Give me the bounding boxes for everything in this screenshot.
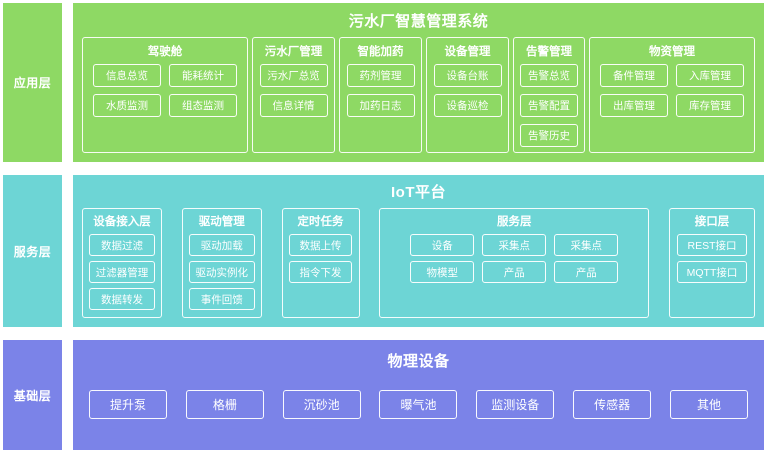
chip-command-dispatch[interactable]: 指令下发 [289,261,352,283]
group-scheduled-tasks-items: 数据上传 指令下发 [289,234,353,311]
chip-plant-overview[interactable]: 污水厂总览 [259,64,328,87]
chip-driver-instantiation[interactable]: 驱动实例化 [188,261,255,283]
chip-reagent-management[interactable]: 药剂管理 [346,64,415,87]
layer-service: 服务层 IoT平台 设备接入层 数据过滤 过滤器管理 数据转发 驱动管理 驱动加… [0,175,766,327]
chip-equipment-ledger[interactable]: 设备台账 [433,64,502,87]
chip-dosing-log[interactable]: 加药日志 [346,94,415,117]
chip-collection-point-1[interactable]: 采集点 [482,234,547,256]
chip-spare-parts-management[interactable]: 备件管理 [600,64,668,87]
group-smart-dosing-items: 药剂管理 加药日志 [346,64,415,146]
group-smart-dosing[interactable]: 智能加药 药剂管理 加药日志 [339,37,422,153]
chip-data-forwarding[interactable]: 数据转发 [89,288,155,310]
layer-foundation-sidebar-label: 基础层 [3,340,62,450]
chip-other[interactable]: 其他 [669,390,748,419]
layer-foundation-panel: 物理设备 提升泵 格栅 沉砂池 曝气池 监测设备 传感器 其他 [73,340,764,450]
chip-monitoring-equipment[interactable]: 监测设备 [476,390,555,419]
group-driver-management-title: 驱动管理 [198,216,245,228]
group-device-access-layer[interactable]: 设备接入层 数据过滤 过滤器管理 数据转发 [82,208,162,318]
group-cockpit-items: 信息总览 能耗统计 水质监测 组态监测 [89,64,241,146]
group-alarm-management[interactable]: 告警管理 告警总览 告警配置 告警历史 [513,37,585,153]
chip-driver-loading[interactable]: 驱动加载 [188,234,255,256]
group-material-management-items: 备件管理 入库管理 出库管理 库存管理 [596,64,748,146]
group-scheduled-tasks-title: 定时任务 [297,216,344,228]
chip-data-upload[interactable]: 数据上传 [289,234,352,256]
group-equipment-management[interactable]: 设备管理 设备台账 设备巡检 [426,37,509,153]
group-device-access-layer-items: 数据过滤 过滤器管理 数据转发 [89,234,155,311]
chip-sensor[interactable]: 传感器 [573,390,652,419]
chip-inbound-management[interactable]: 入库管理 [676,64,744,87]
chip-lift-pump[interactable]: 提升泵 [89,390,167,419]
chip-equipment-inspection[interactable]: 设备巡检 [433,94,502,117]
chip-product-2[interactable]: 产品 [554,261,619,283]
chip-alarm-configuration[interactable]: 告警配置 [520,94,578,117]
group-plant-management-title: 污水厂管理 [264,46,323,58]
layer-service-title: IoT平台 [391,184,446,201]
layer-application-panel: 污水厂智慧管理系统 驾驶舱 信息总览 能耗统计 水质监测 组态监测 污水厂管理 … [73,3,764,162]
layer-application-sidebar-label: 应用层 [3,3,62,162]
group-plant-management[interactable]: 污水厂管理 污水厂总览 信息详情 [252,37,335,153]
chip-grit-chamber[interactable]: 沉砂池 [282,390,361,419]
group-interface-layer[interactable]: 接口层 REST接口 MQTT接口 [669,208,755,318]
chip-data-filtering[interactable]: 数据过滤 [89,234,155,256]
layer-foundation: 基础层 物理设备 提升泵 格栅 沉砂池 曝气池 监测设备 传感器 其他 [0,340,766,450]
application-groups-row: 驾驶舱 信息总览 能耗统计 水质监测 组态监测 污水厂管理 污水厂总览 信息详情 [82,37,755,153]
chip-filter-management[interactable]: 过滤器管理 [89,261,155,283]
chip-product-1[interactable]: 产品 [482,261,547,283]
group-alarm-management-title: 告警管理 [526,46,572,58]
group-driver-management[interactable]: 驱动管理 驱动加载 驱动实例化 事件回馈 [181,208,262,318]
chip-energy-statistics[interactable]: 能耗统计 [169,64,237,87]
chip-aeration-tank[interactable]: 曝气池 [379,390,458,419]
chip-mqtt-interface[interactable]: MQTT接口 [677,261,747,283]
chip-outbound-management[interactable]: 出库管理 [600,94,668,117]
group-equipment-management-title: 设备管理 [444,46,491,58]
chip-grille[interactable]: 格栅 [185,390,264,419]
chip-device[interactable]: 设备 [410,234,475,256]
chip-collection-point-2[interactable]: 采集点 [554,234,619,256]
chip-info-overview[interactable]: 信息总览 [93,64,161,87]
chip-rest-interface[interactable]: REST接口 [677,234,747,256]
group-plant-management-items: 污水厂总览 信息详情 [259,64,328,146]
service-groups-row: 设备接入层 数据过滤 过滤器管理 数据转发 驱动管理 驱动加载 驱动实例化 事件… [82,208,755,318]
chip-inventory-management[interactable]: 库存管理 [676,94,744,117]
group-cockpit-title: 驾驶舱 [147,46,183,58]
layer-service-sidebar-label: 服务层 [3,175,62,327]
group-material-management-title: 物资管理 [649,46,695,58]
chip-thing-model[interactable]: 物模型 [410,261,475,283]
group-service-layer-items: 设备 采集点 采集点 物模型 产品 产品 [386,234,642,311]
layer-foundation-title: 物理设备 [387,353,450,370]
chip-event-feedback[interactable]: 事件回馈 [188,288,255,310]
layer-application: 应用层 污水厂智慧管理系统 驾驶舱 信息总览 能耗统计 水质监测 组态监测 污水… [0,3,766,162]
group-equipment-management-items: 设备台账 设备巡检 [433,64,502,146]
layer-application-title: 污水厂智慧管理系统 [348,13,489,30]
group-smart-dosing-title: 智能加药 [357,46,404,58]
group-service-layer-title: 服务层 [497,216,532,228]
group-material-management[interactable]: 物资管理 备件管理 入库管理 出库管理 库存管理 [589,37,755,153]
chip-water-quality-monitoring[interactable]: 水质监测 [93,94,161,117]
layer-service-panel: IoT平台 设备接入层 数据过滤 过滤器管理 数据转发 驱动管理 驱动加载 驱动… [73,175,764,327]
chip-alarm-history[interactable]: 告警历史 [520,124,578,147]
group-device-access-layer-title: 设备接入层 [93,216,151,228]
group-service-layer[interactable]: 服务层 设备 采集点 采集点 物模型 产品 产品 [379,208,650,318]
group-interface-layer-title: 接口层 [694,216,730,228]
group-interface-layer-items: REST接口 MQTT接口 [676,234,748,311]
group-alarm-management-items: 告警总览 告警配置 告警历史 [520,64,578,148]
group-scheduled-tasks[interactable]: 定时任务 数据上传 指令下发 [281,208,360,318]
chip-scada-monitoring[interactable]: 组态监测 [169,94,237,117]
chip-alarm-overview[interactable]: 告警总览 [520,64,578,87]
group-driver-management-items: 驱动加载 驱动实例化 事件回馈 [188,234,255,311]
chip-info-details[interactable]: 信息详情 [259,94,328,117]
group-cockpit[interactable]: 驾驶舱 信息总览 能耗统计 水质监测 组态监测 [82,37,248,153]
foundation-devices-row: 提升泵 格栅 沉砂池 曝气池 监测设备 传感器 其他 [85,371,752,438]
